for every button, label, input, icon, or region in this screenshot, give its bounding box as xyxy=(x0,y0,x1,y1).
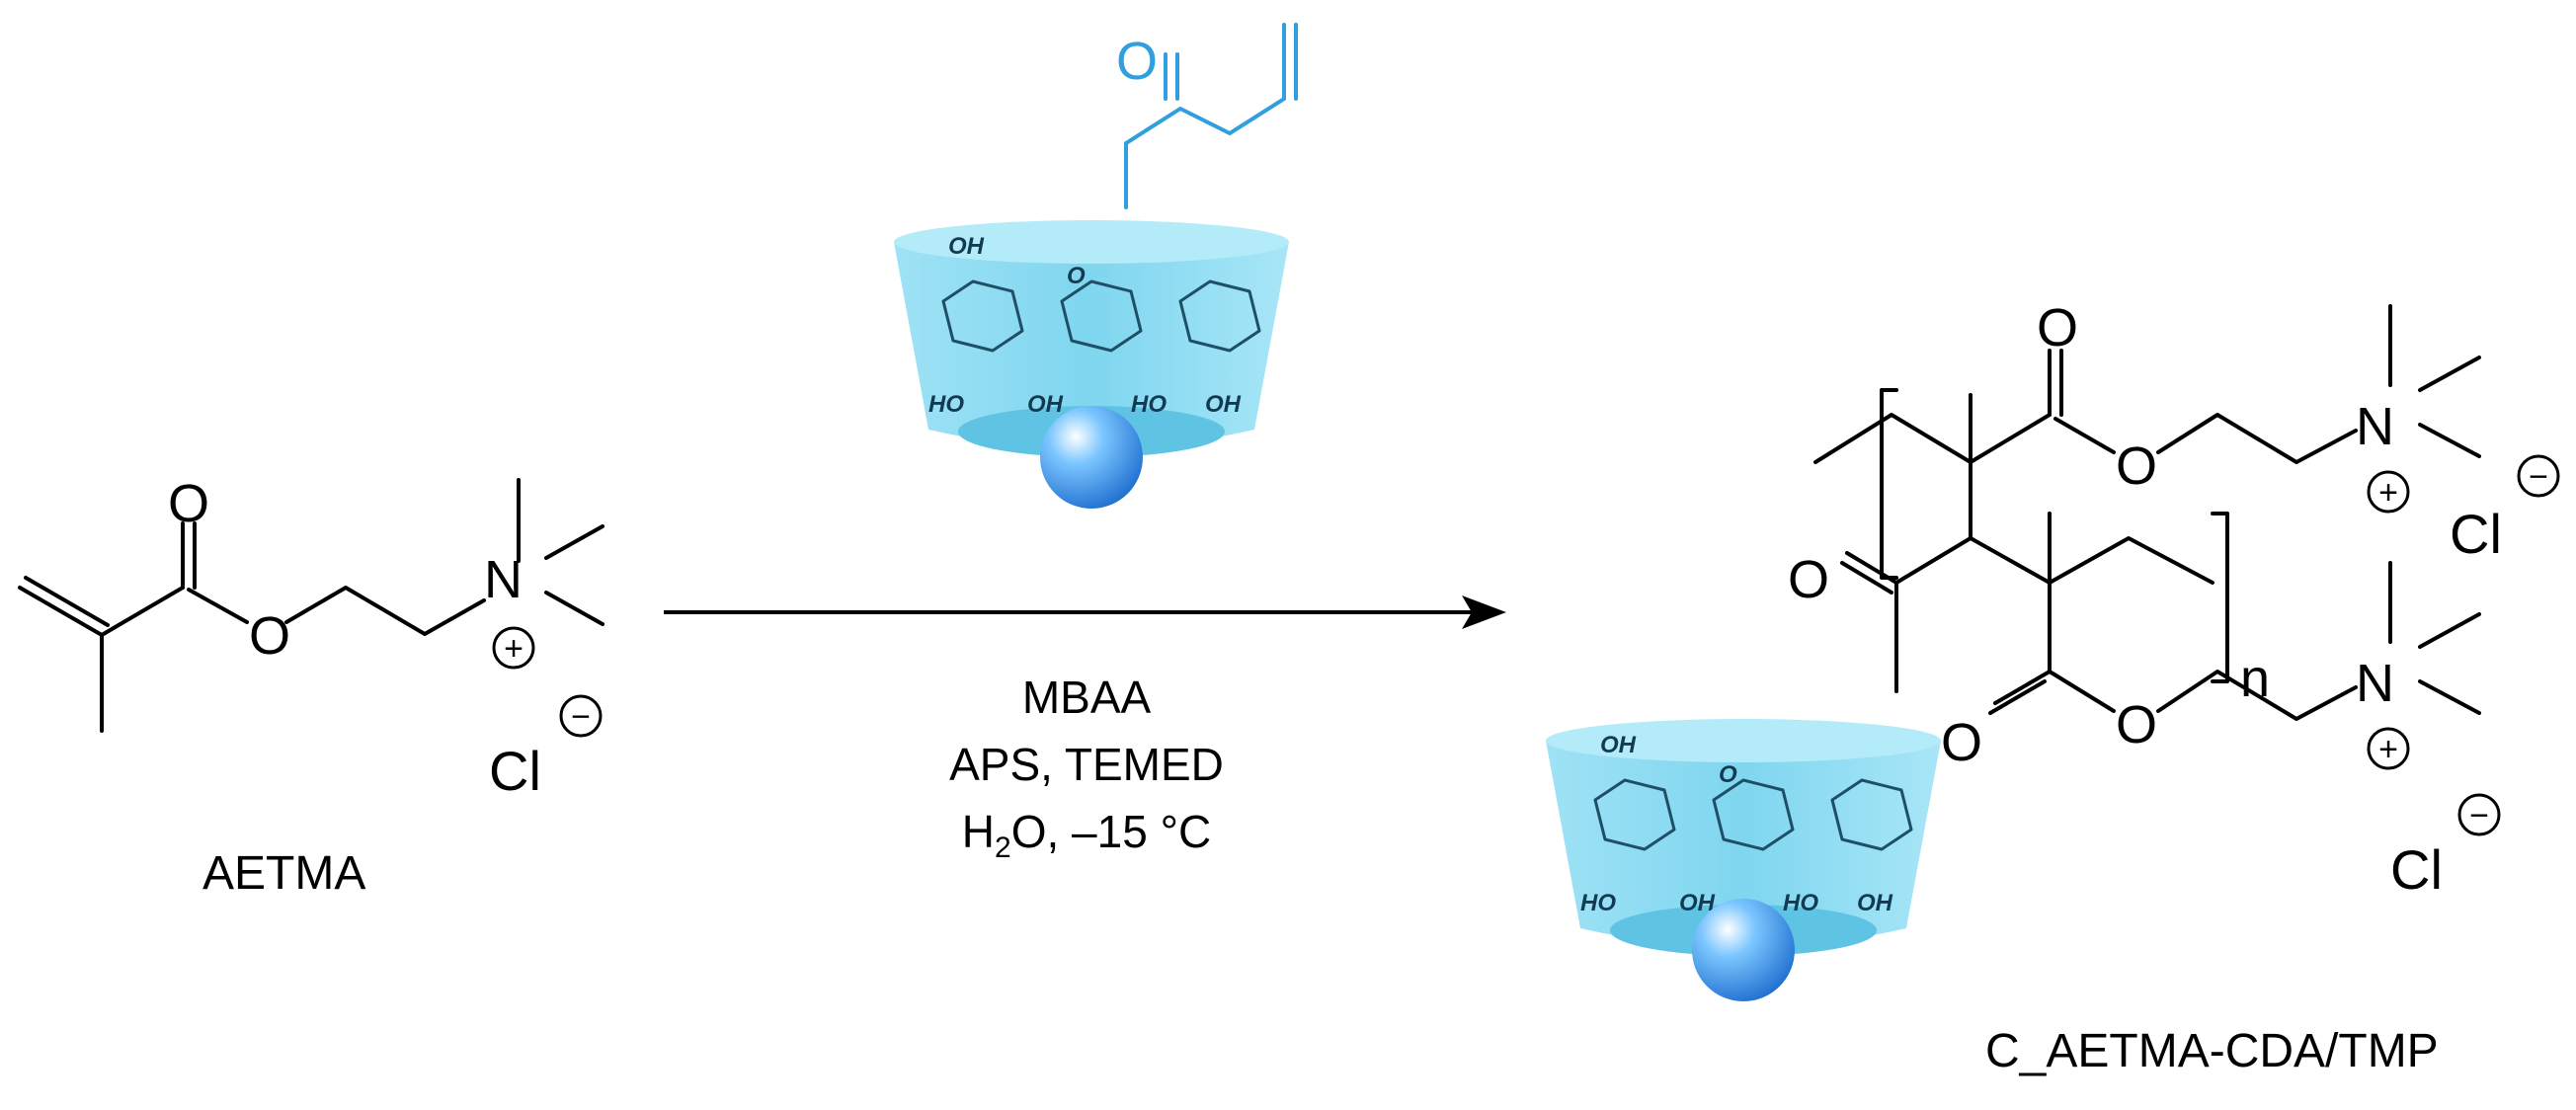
svg-text:HO: HO xyxy=(928,391,964,418)
product-lower-nitrogen: N xyxy=(2356,654,2394,713)
svg-text:OH: OH xyxy=(1027,391,1064,418)
svg-text:OH: OH xyxy=(1857,890,1893,916)
svg-text:OH: OH xyxy=(1600,732,1637,758)
product-upper-carbonyl-oxygen: O xyxy=(2037,298,2078,357)
product-link-carbonyl-oxygen: O xyxy=(1788,550,1829,609)
aetma-chloride: Cl xyxy=(489,740,541,802)
product-lower-chloride: Cl xyxy=(2390,838,2443,901)
condition-solvent-temp: H2O, –15 °C xyxy=(962,806,1211,864)
product-label: C_AETMA-CDA/TMP xyxy=(1985,1025,2439,1077)
condition-mbaa: MBAA xyxy=(1022,672,1152,723)
svg-text:O: O xyxy=(1067,263,1086,289)
svg-text:OH: OH xyxy=(1205,391,1242,418)
svg-text:−: − xyxy=(571,698,591,736)
svg-text:−: − xyxy=(2469,797,2489,834)
svg-text:HO: HO xyxy=(1131,391,1167,418)
svg-text:+: + xyxy=(504,630,523,668)
svg-text:HO: HO xyxy=(1783,890,1818,916)
product-lower-carbonyl-oxygen: O xyxy=(1941,713,1982,772)
product-lower-ester-oxygen: O xyxy=(2116,695,2157,754)
aetma-minus-charge: − xyxy=(559,694,603,738)
product-guest-sphere xyxy=(1692,899,1795,1001)
acryl-oxygen: O xyxy=(1116,32,1158,91)
aetma-nitrogen: N xyxy=(484,550,523,609)
condition-initiators: APS, TEMED xyxy=(949,739,1224,790)
svg-text:+: + xyxy=(2378,474,2398,512)
product-cyclodextrin: OH O HO OH HO OH xyxy=(1544,717,1943,1001)
product-lower-minus: − xyxy=(2457,793,2501,836)
acryl-cyclodextrin: OH O HO OH HO OH xyxy=(892,218,1291,509)
acryloyl-group: O xyxy=(1116,23,1298,209)
aetma-carbonyl-oxygen: O xyxy=(168,474,209,533)
aetma-label: AETMA xyxy=(202,847,365,900)
svg-text:OH: OH xyxy=(948,233,985,260)
product-upper-minus: − xyxy=(2517,454,2560,498)
product-polymer-structure: O O N + Cl − O n O O N + Cl − xyxy=(1788,298,2560,901)
guest-sphere xyxy=(1040,406,1143,509)
aetma-ester-oxygen: O xyxy=(249,606,290,666)
product-lower-plus: + xyxy=(2367,727,2410,770)
svg-text:+: + xyxy=(2378,731,2398,768)
svg-text:O: O xyxy=(1719,761,1737,788)
product-upper-plus: + xyxy=(2367,470,2410,514)
repeat-unit-n: n xyxy=(2240,649,2270,708)
product-upper-ester-oxygen: O xyxy=(2116,436,2157,496)
svg-text:−: − xyxy=(2529,458,2548,496)
aetma-plus-charge: + xyxy=(492,626,535,670)
product-upper-nitrogen: N xyxy=(2356,397,2394,456)
svg-text:HO: HO xyxy=(1580,890,1616,916)
aetma-structure: O O N + Cl − AETMA xyxy=(18,474,604,900)
reaction-arrow xyxy=(664,595,1506,629)
product-upper-chloride: Cl xyxy=(2450,503,2502,565)
